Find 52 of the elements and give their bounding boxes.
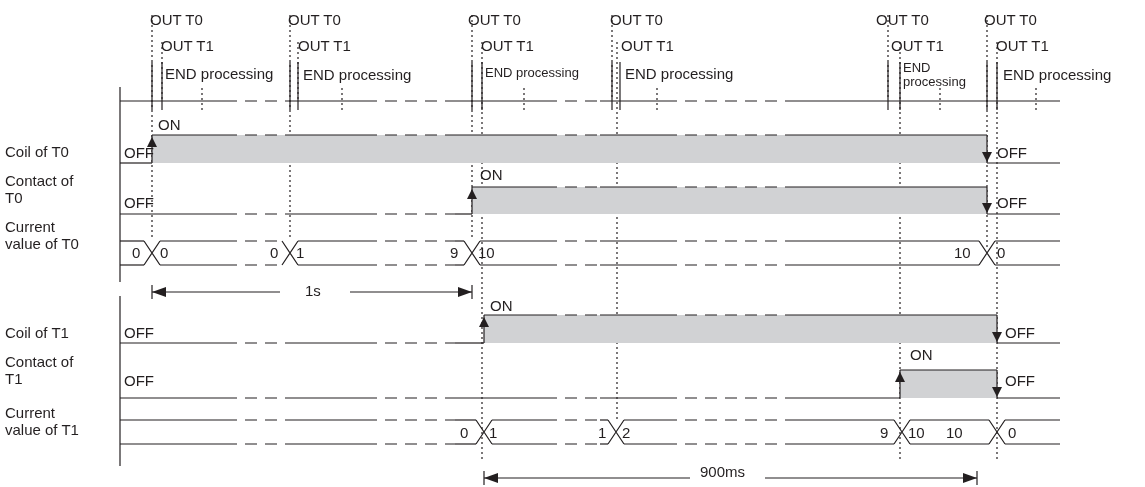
value-label: 0 [270,244,279,261]
instruction-label: OUT T1 [891,37,944,54]
value-label: 0 [1008,424,1017,441]
state-label: ON [910,346,933,363]
processing-label: END processing [303,66,412,83]
value-label: 10 [908,424,925,441]
signal-label: Coil of T0 [5,143,69,160]
value-label: 2 [622,424,631,441]
instruction-label: OUT T0 [876,11,929,28]
value-label: 1 [296,244,305,261]
signal-label: Current value of T0 [5,218,80,252]
signal-label: Contact of T0 [5,172,75,206]
instruction-label: OUT T1 [481,37,534,54]
processing-label: END processing [1003,66,1112,83]
value-label: 9 [880,424,889,441]
value-label: 10 [946,424,963,441]
state-label: OFF [1005,324,1035,341]
value-label: 0 [460,424,469,441]
dimension-label: 1s [305,282,321,299]
state-label: OFF [124,324,154,341]
instruction-label: OUT T0 [984,11,1037,28]
state-label: OFF [1005,372,1035,389]
value-label: 1 [489,424,498,441]
value-label: 10 [954,244,971,261]
value-label: 0 [132,244,141,261]
instruction-label: OUT T1 [621,37,674,54]
instruction-label: OUT T1 [161,37,214,54]
value-label: 10 [478,244,495,261]
signal-label: Contact of T1 [5,353,75,387]
state-label: ON [490,297,513,314]
state-label: OFF [124,372,154,389]
state-label: OFF [997,194,1027,211]
instruction-label: OUT T0 [610,11,663,28]
value-label: 9 [450,244,459,261]
state-label: ON [480,166,503,183]
instruction-label: OUT T0 [468,11,521,28]
dimension-label: 900ms [700,463,746,480]
signal-label: Current value of T1 [5,404,80,438]
processing-label: END processing [165,66,274,82]
processing-label: END processing [625,66,734,82]
state-label: OFF [997,144,1027,161]
state-label: OFF [124,194,154,211]
instruction-label: OUT T0 [288,11,341,28]
state-label: ON [158,116,181,133]
value-label: 0 [160,244,169,261]
value-label: 1 [598,424,607,441]
value-label: 0 [997,244,1006,261]
instruction-label: OUT T1 [996,37,1049,54]
processing-label: END processing [485,66,579,80]
signal-label: Coil of T1 [5,324,69,341]
instruction-label: OUT T1 [298,37,351,54]
instruction-label: OUT T0 [150,11,203,28]
